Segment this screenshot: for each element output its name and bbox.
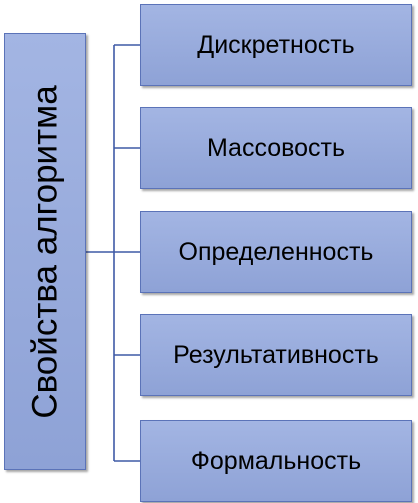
child-node-effectiveness: Результативность <box>140 314 412 396</box>
child-node-label: Определенность <box>178 237 374 266</box>
root-node: Свойства алгоритма <box>4 33 86 470</box>
child-node-discreteness: Дискретность <box>140 4 412 86</box>
child-node-label: Формальность <box>190 446 362 475</box>
child-node-definiteness: Определенность <box>140 211 412 293</box>
child-node-label: Результативность <box>173 340 379 369</box>
child-node-formality: Формальность <box>140 420 412 502</box>
root-node-label: Свойства алгоритма <box>25 84 65 419</box>
child-node-label: Дискретность <box>197 30 355 59</box>
child-node-mass-character: Массовость <box>140 107 412 189</box>
child-node-label: Массовость <box>206 133 346 162</box>
